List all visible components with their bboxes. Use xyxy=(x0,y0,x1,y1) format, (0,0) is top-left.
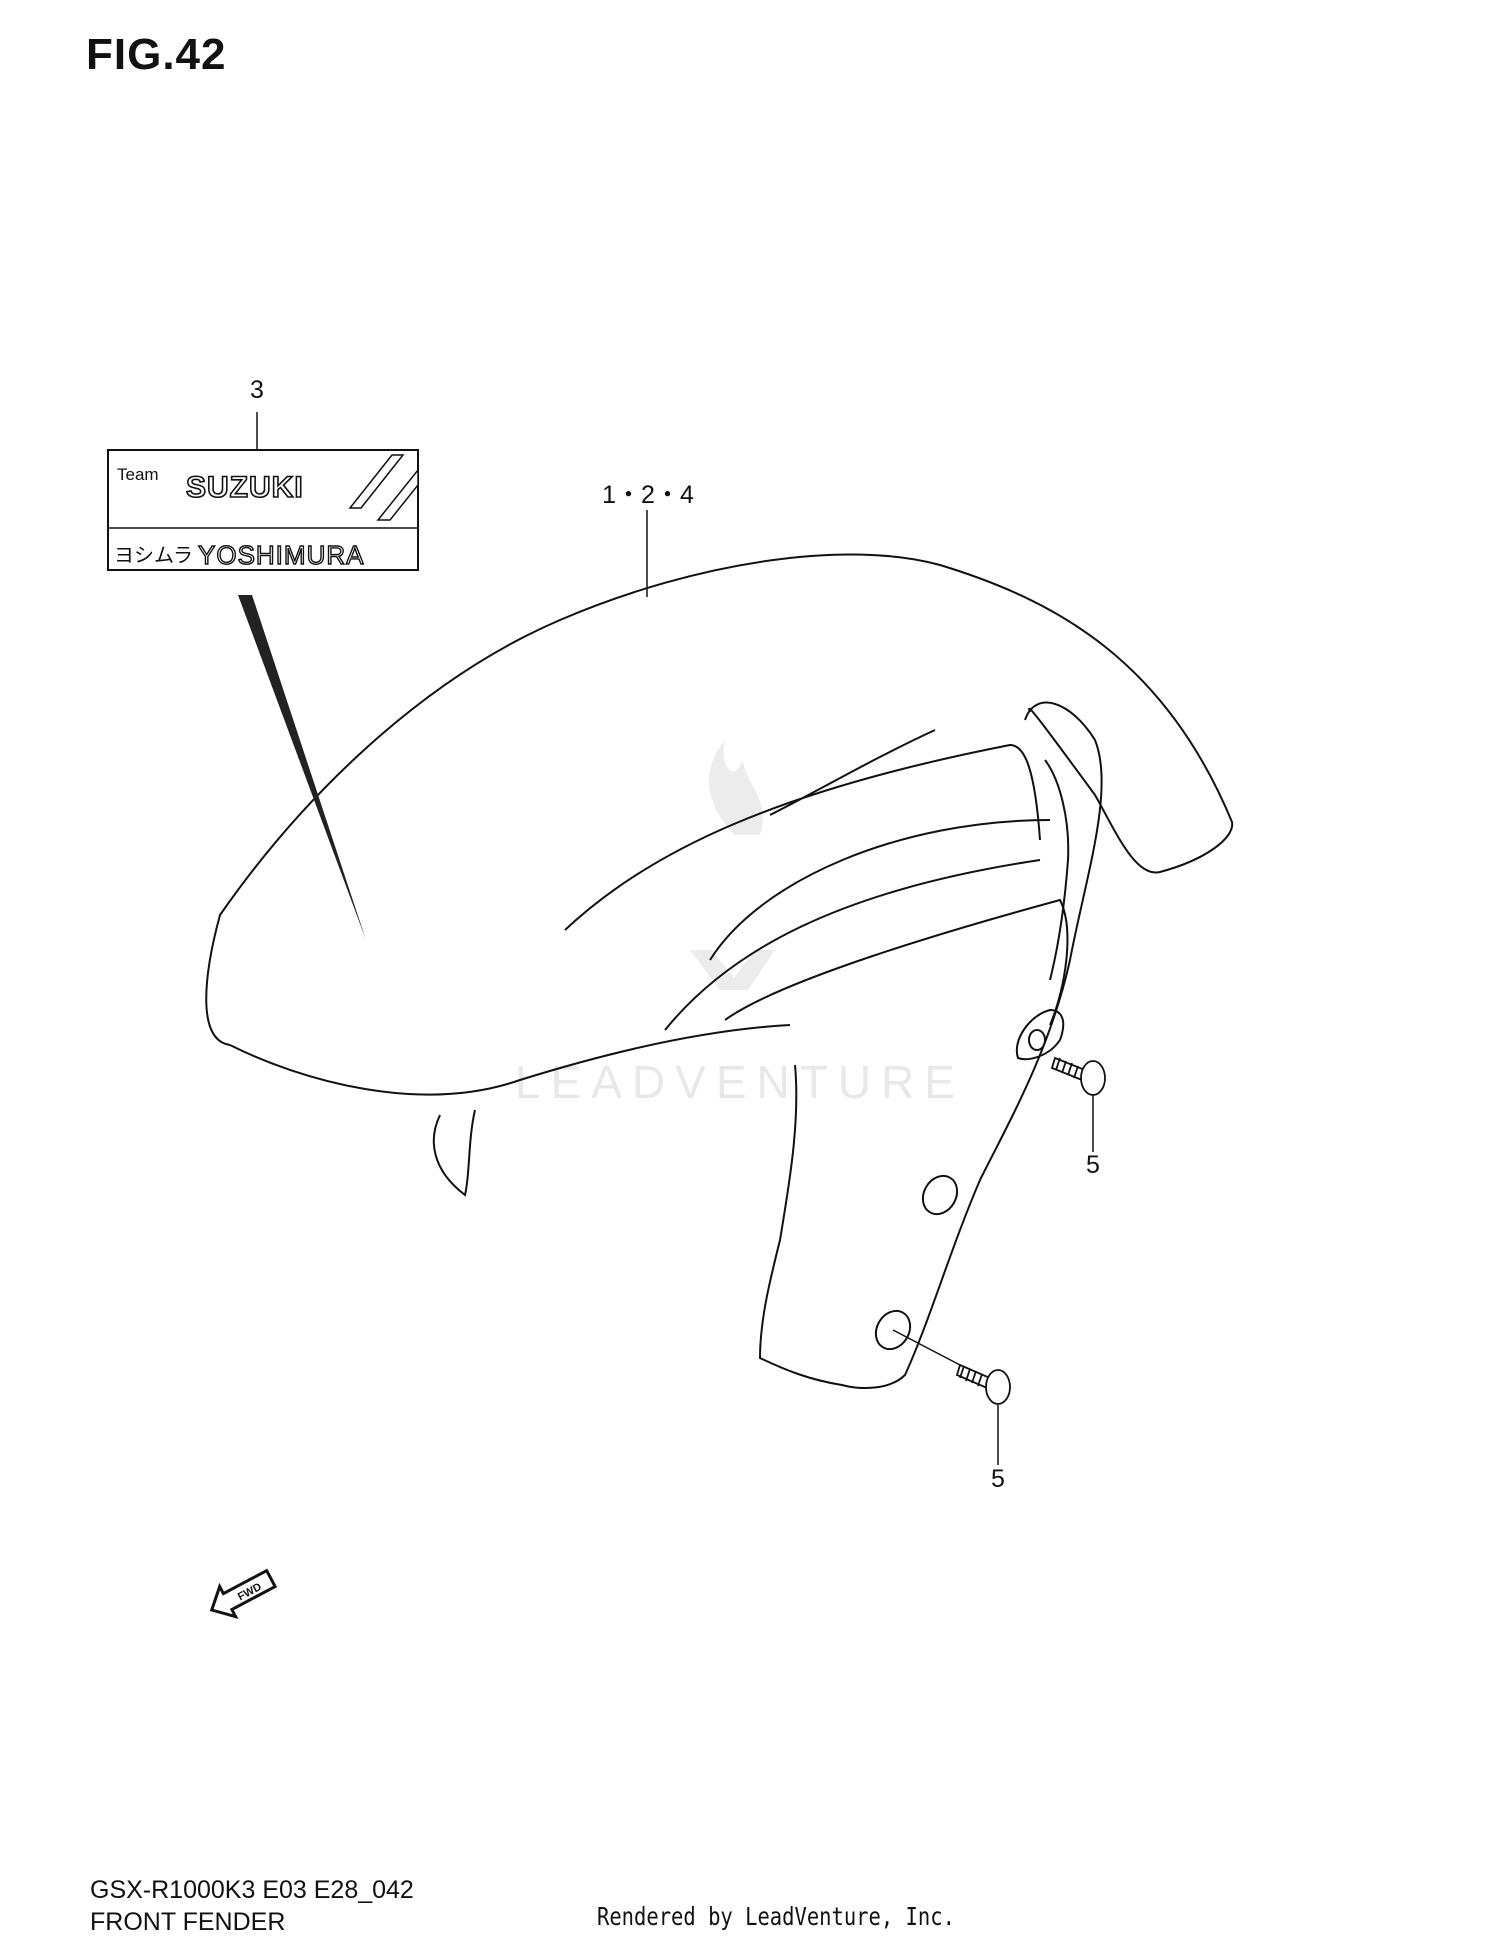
watermark-text: LEADVENTURE xyxy=(515,1056,965,1108)
fender-inner-crease-4 xyxy=(709,819,1051,961)
front-fender xyxy=(205,553,1234,1389)
fwd-direction-arrow: FWD xyxy=(209,1568,278,1619)
watermark: LEADVENTURE xyxy=(515,740,965,1108)
fender-inner-crease-3 xyxy=(664,859,1041,1031)
fender-underside xyxy=(229,1024,791,1096)
section-name: FRONT FENDER xyxy=(90,1908,286,1936)
decal-stripes xyxy=(348,454,419,521)
screw-lower-threads xyxy=(959,1365,983,1387)
fender-bracket-inner xyxy=(1044,759,1070,981)
fender-outer-outline xyxy=(205,553,1234,1046)
fender-fork-bracket xyxy=(758,701,1103,1389)
screw-upper-threads xyxy=(1055,1057,1079,1079)
render-credit: Rendered by LeadVenture, Inc. xyxy=(597,1902,955,1931)
decal-outline xyxy=(107,449,419,571)
watermark-chevron-logo xyxy=(690,950,775,990)
screw-upper-head xyxy=(1080,1060,1106,1096)
fender-mount-hole-upper xyxy=(1028,1029,1046,1051)
fender-inner-crease-5 xyxy=(724,898,1069,1026)
fwd-arrow-shape xyxy=(209,1568,278,1619)
screw-upper xyxy=(1050,1056,1106,1152)
decal-assembly: Team SUZUKI ヨシムラ YOSHIMURA xyxy=(107,412,419,940)
fender-mount-hole-middle xyxy=(921,1174,959,1216)
decal-team-text: Team xyxy=(117,465,159,484)
diagram-code: GSX-R1000K3 E03 E28_042 xyxy=(90,1876,414,1904)
screw-lower-head xyxy=(985,1369,1011,1405)
callout-screw-upper: 5 xyxy=(1086,1151,1100,1179)
screw-lower-axis xyxy=(892,1329,961,1366)
callout-fender: 1・2・4 xyxy=(602,481,694,509)
decal-placement-pointer xyxy=(238,595,366,940)
decal-logo-glyphs: ヨシムラ xyxy=(114,543,193,567)
fender-inner-crease-1 xyxy=(769,729,936,816)
fender-bracket-tab xyxy=(1015,1008,1065,1060)
fender-inner-crease-2 xyxy=(564,743,1041,931)
fender-rear-flap xyxy=(432,1109,476,1197)
screw-lower xyxy=(892,1329,1011,1465)
decal-sponsor-text: YOSHIMURA xyxy=(198,540,364,570)
decal-brand-text: SUZUKI xyxy=(186,471,304,504)
figure-title: FIG.42 xyxy=(86,30,227,79)
callout-decal: 3 xyxy=(250,376,264,404)
callout-screw-lower: 5 xyxy=(991,1465,1005,1493)
watermark-flame-logo xyxy=(708,740,763,835)
